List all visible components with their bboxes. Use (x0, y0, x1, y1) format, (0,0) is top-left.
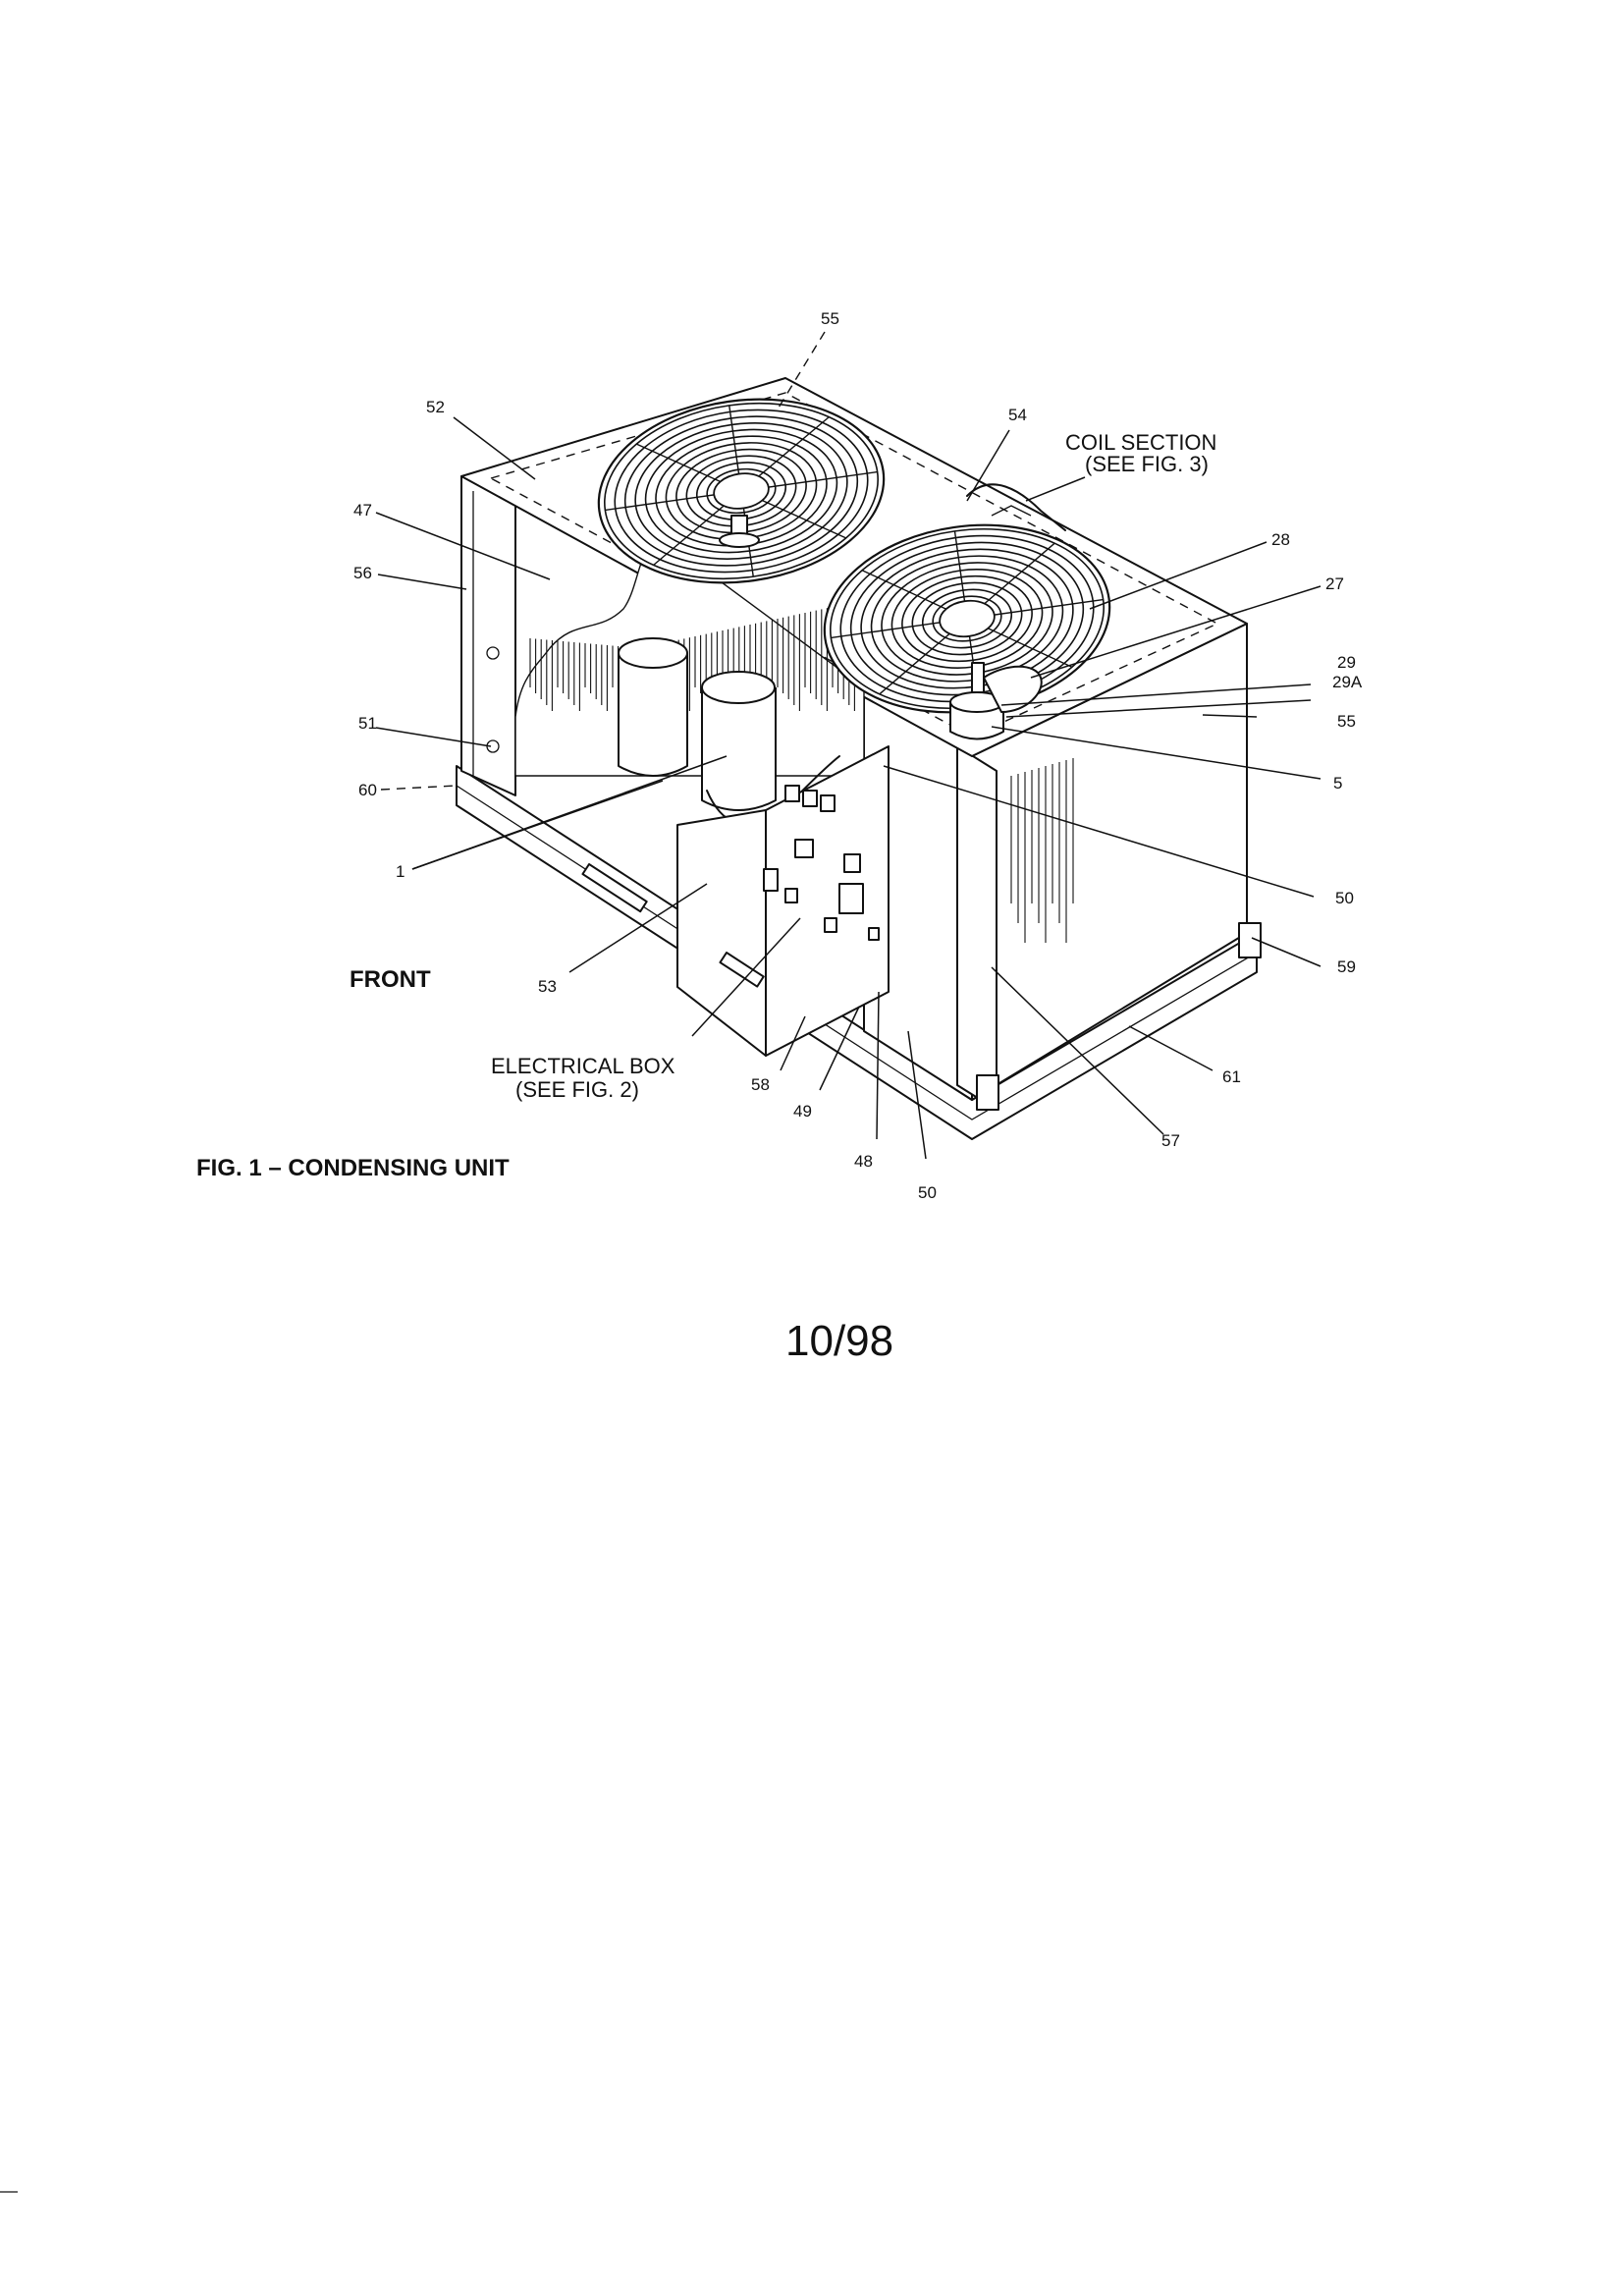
revision-date: 10/98 (785, 1317, 893, 1365)
front-label: FRONT (350, 966, 431, 993)
callout-54: 54 (1008, 406, 1027, 424)
callout-55-right: 55 (1337, 712, 1356, 731)
callout-53: 53 (538, 977, 557, 996)
callout-numbers: 55 52 54 28 27 29 29A 55 5 47 56 51 60 1… (353, 309, 1363, 1202)
left-end-panel (460, 475, 516, 796)
callout-28: 28 (1271, 530, 1290, 549)
corner-post (956, 745, 998, 1111)
callout-29a: 29A (1332, 673, 1363, 691)
coil-section-ref: (SEE FIG. 3) (1085, 452, 1209, 476)
diagram-labels: COIL SECTION (SEE FIG. 3) FRONT ELECTRIC… (196, 430, 1216, 1365)
callout-52: 52 (426, 398, 445, 416)
front-details (486, 646, 1262, 1111)
coil-section-label: COIL SECTION (1065, 430, 1216, 455)
callout-60: 60 (358, 781, 377, 799)
corner-foot-left (976, 1074, 999, 1111)
callout-5: 5 (1333, 774, 1342, 793)
callout-50-bottom: 50 (918, 1183, 937, 1202)
callout-56: 56 (353, 564, 372, 582)
compressors (618, 637, 840, 827)
compressor-left (618, 653, 688, 777)
electrical-box (676, 745, 890, 1057)
callout-59: 59 (1337, 957, 1356, 976)
callout-1: 1 (396, 862, 404, 881)
front-slot-right (719, 952, 765, 988)
front-slot-left (581, 863, 648, 913)
electrical-box-ref: (SEE FIG. 2) (515, 1077, 639, 1102)
callout-47: 47 (353, 501, 372, 519)
callout-57: 57 (1161, 1131, 1180, 1150)
callout-29: 29 (1337, 653, 1356, 672)
fan-motor (949, 662, 1043, 740)
callout-50-right: 50 (1335, 889, 1354, 907)
electrical-box-label: ELECTRICAL BOX (491, 1054, 675, 1078)
corner-foot-right (1238, 922, 1262, 958)
callout-49: 49 (793, 1102, 812, 1121)
callout-51: 51 (358, 714, 377, 733)
callout-58: 58 (751, 1075, 770, 1094)
compressor-right (701, 687, 777, 811)
callout-55-top: 55 (821, 309, 839, 328)
callout-61: 61 (1222, 1067, 1241, 1086)
fan-grille-left (597, 398, 886, 584)
control-panel-53 (676, 809, 767, 1057)
figure-caption: FIG. 1 – CONDENSING UNIT (196, 1155, 510, 1181)
callout-48: 48 (854, 1152, 873, 1171)
callout-27: 27 (1325, 574, 1344, 593)
fan-motor-left (719, 515, 760, 548)
leader-lines (375, 331, 1321, 1160)
